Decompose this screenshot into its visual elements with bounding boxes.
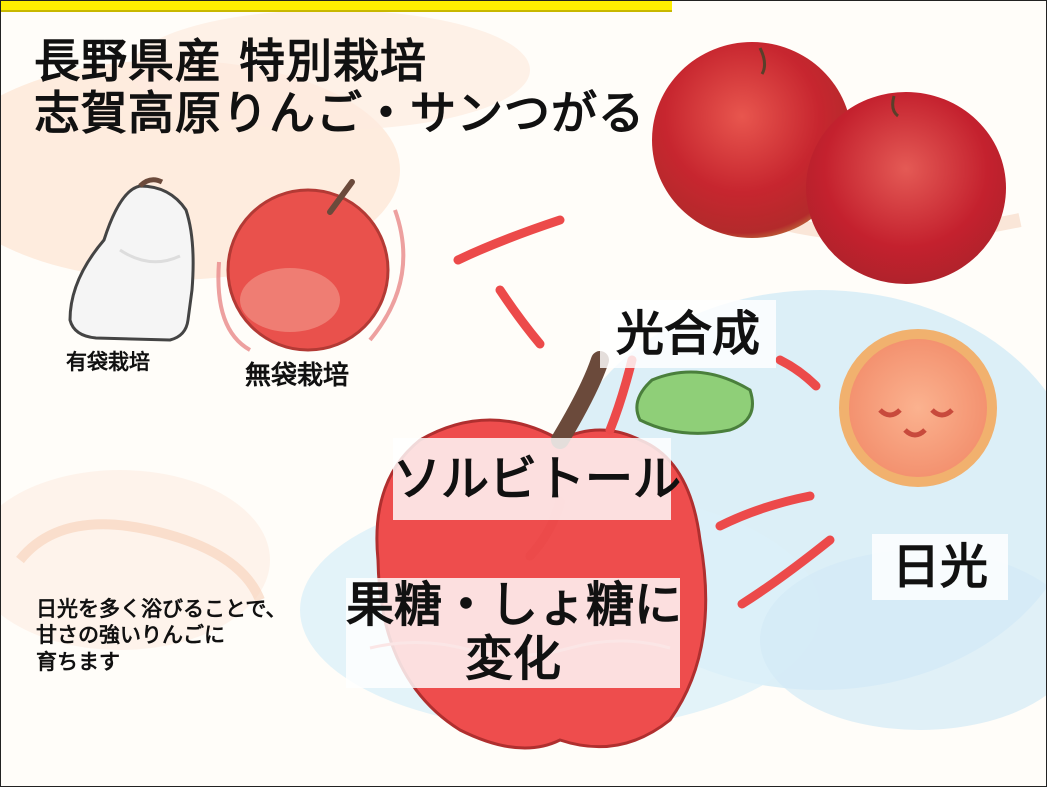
yellow-banner	[0, 0, 672, 12]
label-unbagged: 無袋栽培	[245, 361, 350, 391]
sun-icon	[839, 329, 997, 487]
label-bagged: 有袋栽培	[66, 350, 150, 374]
label-sorbitol: ソルビトール	[393, 438, 681, 520]
note-line-2: 甘さの強いりんごに	[36, 623, 225, 648]
apple-photo	[652, 42, 1006, 284]
caption-note: 日光を多く浴びることで、 甘さの強いりんごに 育ちます	[36, 596, 287, 675]
label-photosynthesis: 光合成	[600, 300, 776, 368]
label-sugar-line-1: 果糖・しょ糖に	[346, 577, 683, 633]
label-sugar: 果糖・しょ糖に 変化	[346, 577, 683, 688]
page-title: 長野県産 特別栽培 志賀高原りんご・サンつがる	[34, 34, 645, 140]
small-apple-icon	[216, 179, 406, 352]
title-line-2: 志賀高原りんご・サンつがる	[34, 85, 645, 140]
note-line-1: 日光を多く浴びることで、	[36, 597, 287, 621]
paper-bag-icon	[68, 177, 195, 342]
leaf-icon	[635, 370, 754, 435]
note-line-3: 育ちます	[36, 649, 120, 674]
title-line-1: 長野県産 特別栽培	[34, 34, 428, 88]
label-sugar-line-2: 変化	[464, 631, 561, 687]
label-sunlight: 日光	[872, 534, 1008, 600]
